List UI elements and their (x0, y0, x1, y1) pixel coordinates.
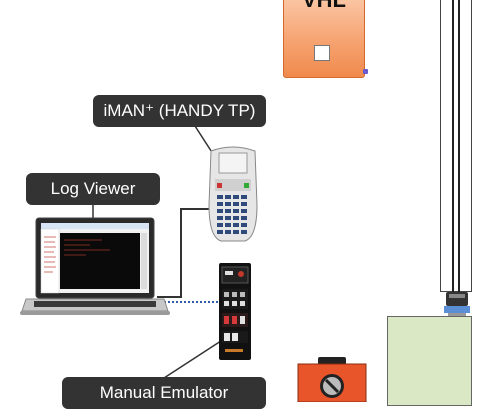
rail-bracket (444, 292, 470, 317)
vertical-rail (440, 0, 472, 292)
emulator-pointer (163, 338, 225, 379)
manual-emulator-callout: Manual Emulator (62, 377, 266, 409)
handheld-terminal-icon (208, 146, 258, 242)
vhl-label: VHL (284, 0, 364, 13)
rail-track (452, 0, 460, 292)
actuator-unit (297, 357, 367, 402)
handy-tp-cable (157, 208, 218, 298)
control-panel-icon (219, 263, 251, 360)
vhl-connector (363, 69, 368, 74)
vhl-unit: VHL (283, 0, 368, 78)
log-viewer-callout: Log Viewer (26, 173, 160, 205)
vhl-window (314, 45, 330, 61)
laptop-icon (20, 217, 170, 315)
iman-callout: iMAN⁺ (HANDY TP) (93, 95, 266, 127)
